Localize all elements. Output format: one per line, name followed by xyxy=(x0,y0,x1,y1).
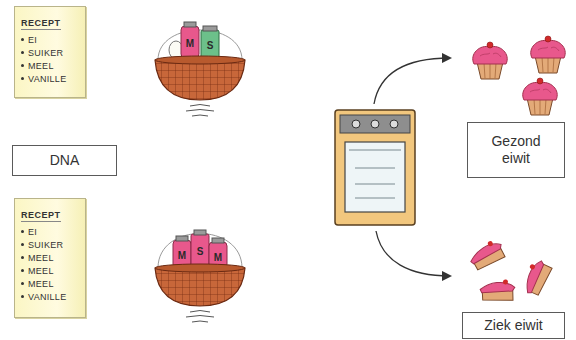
card-heading: RECEPT xyxy=(21,18,61,30)
jar-letter: S xyxy=(197,247,204,257)
ingredient: MEEL xyxy=(28,61,54,71)
bullet xyxy=(21,282,24,285)
bullet xyxy=(21,295,24,298)
ingredient: EI xyxy=(28,35,37,45)
bullet xyxy=(21,243,24,246)
ingredient: SUIKER xyxy=(28,240,63,250)
recipe-card: RECEPT EI SUIKER MEEL MEEL MEEL VANILLE xyxy=(14,198,86,318)
jar-letter: M xyxy=(186,39,194,49)
bullet xyxy=(21,256,24,259)
jar-letter: M xyxy=(214,253,222,263)
ingredient: SUIKER xyxy=(28,48,63,58)
box-label: Ziek eiwit xyxy=(484,317,542,334)
jar-letter: S xyxy=(207,41,214,51)
label-box: Ziek eiwit xyxy=(462,312,565,339)
ingredient: VANILLE xyxy=(28,292,66,302)
ingredient: EI xyxy=(28,227,37,237)
bullet xyxy=(21,64,24,67)
ingredient: MEEL xyxy=(28,266,54,276)
output-arrow xyxy=(374,58,450,276)
bullet xyxy=(21,269,24,272)
label-box: Gezond eiwit xyxy=(467,122,565,178)
bullet xyxy=(21,38,24,41)
ingredient: MEEL xyxy=(28,253,54,263)
ingredient-basket xyxy=(155,22,245,116)
jar-letter: M xyxy=(178,251,186,261)
ingredient-basket xyxy=(155,230,245,322)
broken-cake xyxy=(467,238,556,304)
ingredient: MEEL xyxy=(28,279,54,289)
bullet xyxy=(21,77,24,80)
card-heading: RECEPT xyxy=(21,210,61,222)
box-label: DNA xyxy=(50,152,80,169)
bullet xyxy=(21,51,24,54)
recipe-card: RECEPT EI SUIKER MEEL VANILLE xyxy=(14,6,86,98)
label-box: DNA xyxy=(12,145,117,176)
bullet xyxy=(21,230,24,233)
oven xyxy=(335,110,415,225)
box-label: Gezond eiwit xyxy=(484,133,548,167)
cupcake xyxy=(473,36,565,115)
ingredient: VANILLE xyxy=(28,74,66,84)
